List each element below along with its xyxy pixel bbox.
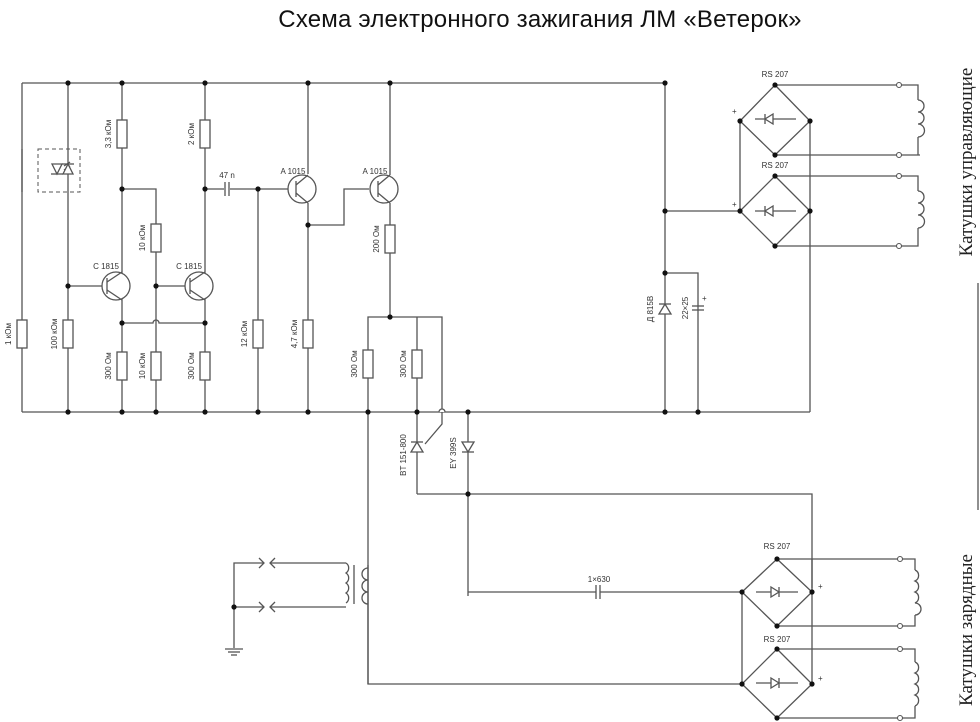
- svg-text:4,7 кОм: 4,7 кОм: [290, 320, 299, 349]
- bridge-b2: RS 207 +: [732, 161, 811, 247]
- diagram-title: Схема электронного зажигания ЛМ «Ветерок…: [278, 6, 802, 33]
- svg-text:12 кОм: 12 кОм: [240, 321, 249, 347]
- svg-text:RS 207: RS 207: [764, 542, 791, 551]
- resistor-r10: 4,7 кОм: [290, 319, 314, 349]
- resistor-r13: 300 Ом: [399, 349, 423, 379]
- zener-diode: Д 815В: [646, 296, 673, 322]
- transistor-q3: A 1015: [281, 167, 317, 204]
- resistor-r7: 10 кОм: [138, 351, 162, 381]
- svg-text:+: +: [702, 294, 707, 303]
- capacitor-c1: 47 n: [219, 171, 235, 196]
- led-icon: [50, 163, 64, 176]
- svg-text:300 Ом: 300 Ом: [187, 352, 196, 379]
- ignition-transformer: [270, 562, 812, 685]
- svg-text:RS 207: RS 207: [762, 70, 789, 79]
- resistor-r3: 3,3 кОм: [104, 119, 128, 149]
- svg-text:+: +: [732, 200, 737, 209]
- svg-text:C 1815: C 1815: [176, 262, 202, 271]
- resistor-r9: 12 кОм: [240, 319, 264, 349]
- svg-text:300 Ом: 300 Ом: [399, 350, 408, 377]
- control-coil-top: [775, 84, 926, 156]
- transistor-q4: A 1015: [363, 167, 399, 204]
- capacitor-c3: 1×630: [588, 575, 611, 599]
- transistor-q2: C 1815: [176, 262, 214, 301]
- svg-text:10 кОм: 10 кОм: [138, 353, 147, 379]
- control-coil-bottom: [775, 175, 926, 247]
- svg-text:2 кОм: 2 кОм: [187, 123, 196, 145]
- photodiode-icon: [61, 162, 75, 175]
- svg-text:47 n: 47 n: [219, 171, 235, 180]
- resistor-r11: 200 Ом: [372, 224, 396, 254]
- svg-text:+: +: [818, 582, 823, 591]
- bridge-b1: RS 207 +: [732, 70, 811, 156]
- resistor-r2: 100 кОм: [50, 319, 74, 350]
- resistor-r12: 300 Ом: [350, 349, 374, 379]
- svg-text:RS 207: RS 207: [764, 635, 791, 644]
- svg-text:100 кОм: 100 кОм: [50, 319, 59, 350]
- bridge-b4: RS 207 +: [741, 635, 823, 719]
- junction-dots: [65, 80, 815, 721]
- svg-text:200 Ом: 200 Ом: [372, 225, 381, 252]
- svg-text:300 Ом: 300 Ом: [104, 352, 113, 379]
- thyristor: BT 151-800: [399, 434, 425, 476]
- svg-text:+: +: [818, 674, 823, 683]
- svg-text:EY 399S: EY 399S: [449, 437, 458, 468]
- svg-text:22×25: 22×25: [681, 296, 690, 319]
- label-control-coils: Катушки управляющие: [956, 68, 977, 257]
- charging-coil-bottom: [777, 648, 920, 719]
- diode-d1: EY 399S: [449, 437, 476, 469]
- optocoupler: [21, 83, 81, 412]
- transistor-q1: C 1815: [93, 262, 131, 301]
- svg-text:Д 815В: Д 815В: [646, 296, 655, 322]
- svg-text:A 1015: A 1015: [281, 167, 306, 176]
- bridge-b3: RS 207 +: [741, 542, 823, 627]
- capacitor-c2: 22×25 +: [681, 294, 707, 319]
- svg-text:+: +: [732, 107, 737, 116]
- charging-coil-top: [777, 558, 922, 627]
- svg-text:1×630: 1×630: [588, 575, 611, 584]
- svg-text:300 Ом: 300 Ом: [350, 350, 359, 377]
- svg-text:3,3 кОм: 3,3 кОм: [104, 120, 113, 149]
- svg-text:BT 151-800: BT 151-800: [399, 434, 408, 476]
- svg-text:A 1015: A 1015: [363, 167, 388, 176]
- label-charging-coils: Катушки зарядные: [956, 554, 977, 706]
- resistor-r1: 1 кОм: [4, 319, 28, 349]
- resistor-r6: 300 Ом: [104, 351, 128, 381]
- ground-icon: [225, 648, 243, 656]
- svg-text:10 кОм: 10 кОм: [138, 225, 147, 251]
- resistor-r5: 10 кОм: [138, 223, 162, 253]
- svg-text:1 кОм: 1 кОм: [4, 323, 13, 345]
- svg-text:RS 207: RS 207: [762, 161, 789, 170]
- resistor-r4: 2 кОм: [187, 119, 211, 149]
- spark-gap: [258, 557, 276, 613]
- svg-text:C 1815: C 1815: [93, 262, 119, 271]
- resistor-r8: 300 Ом: [187, 351, 211, 381]
